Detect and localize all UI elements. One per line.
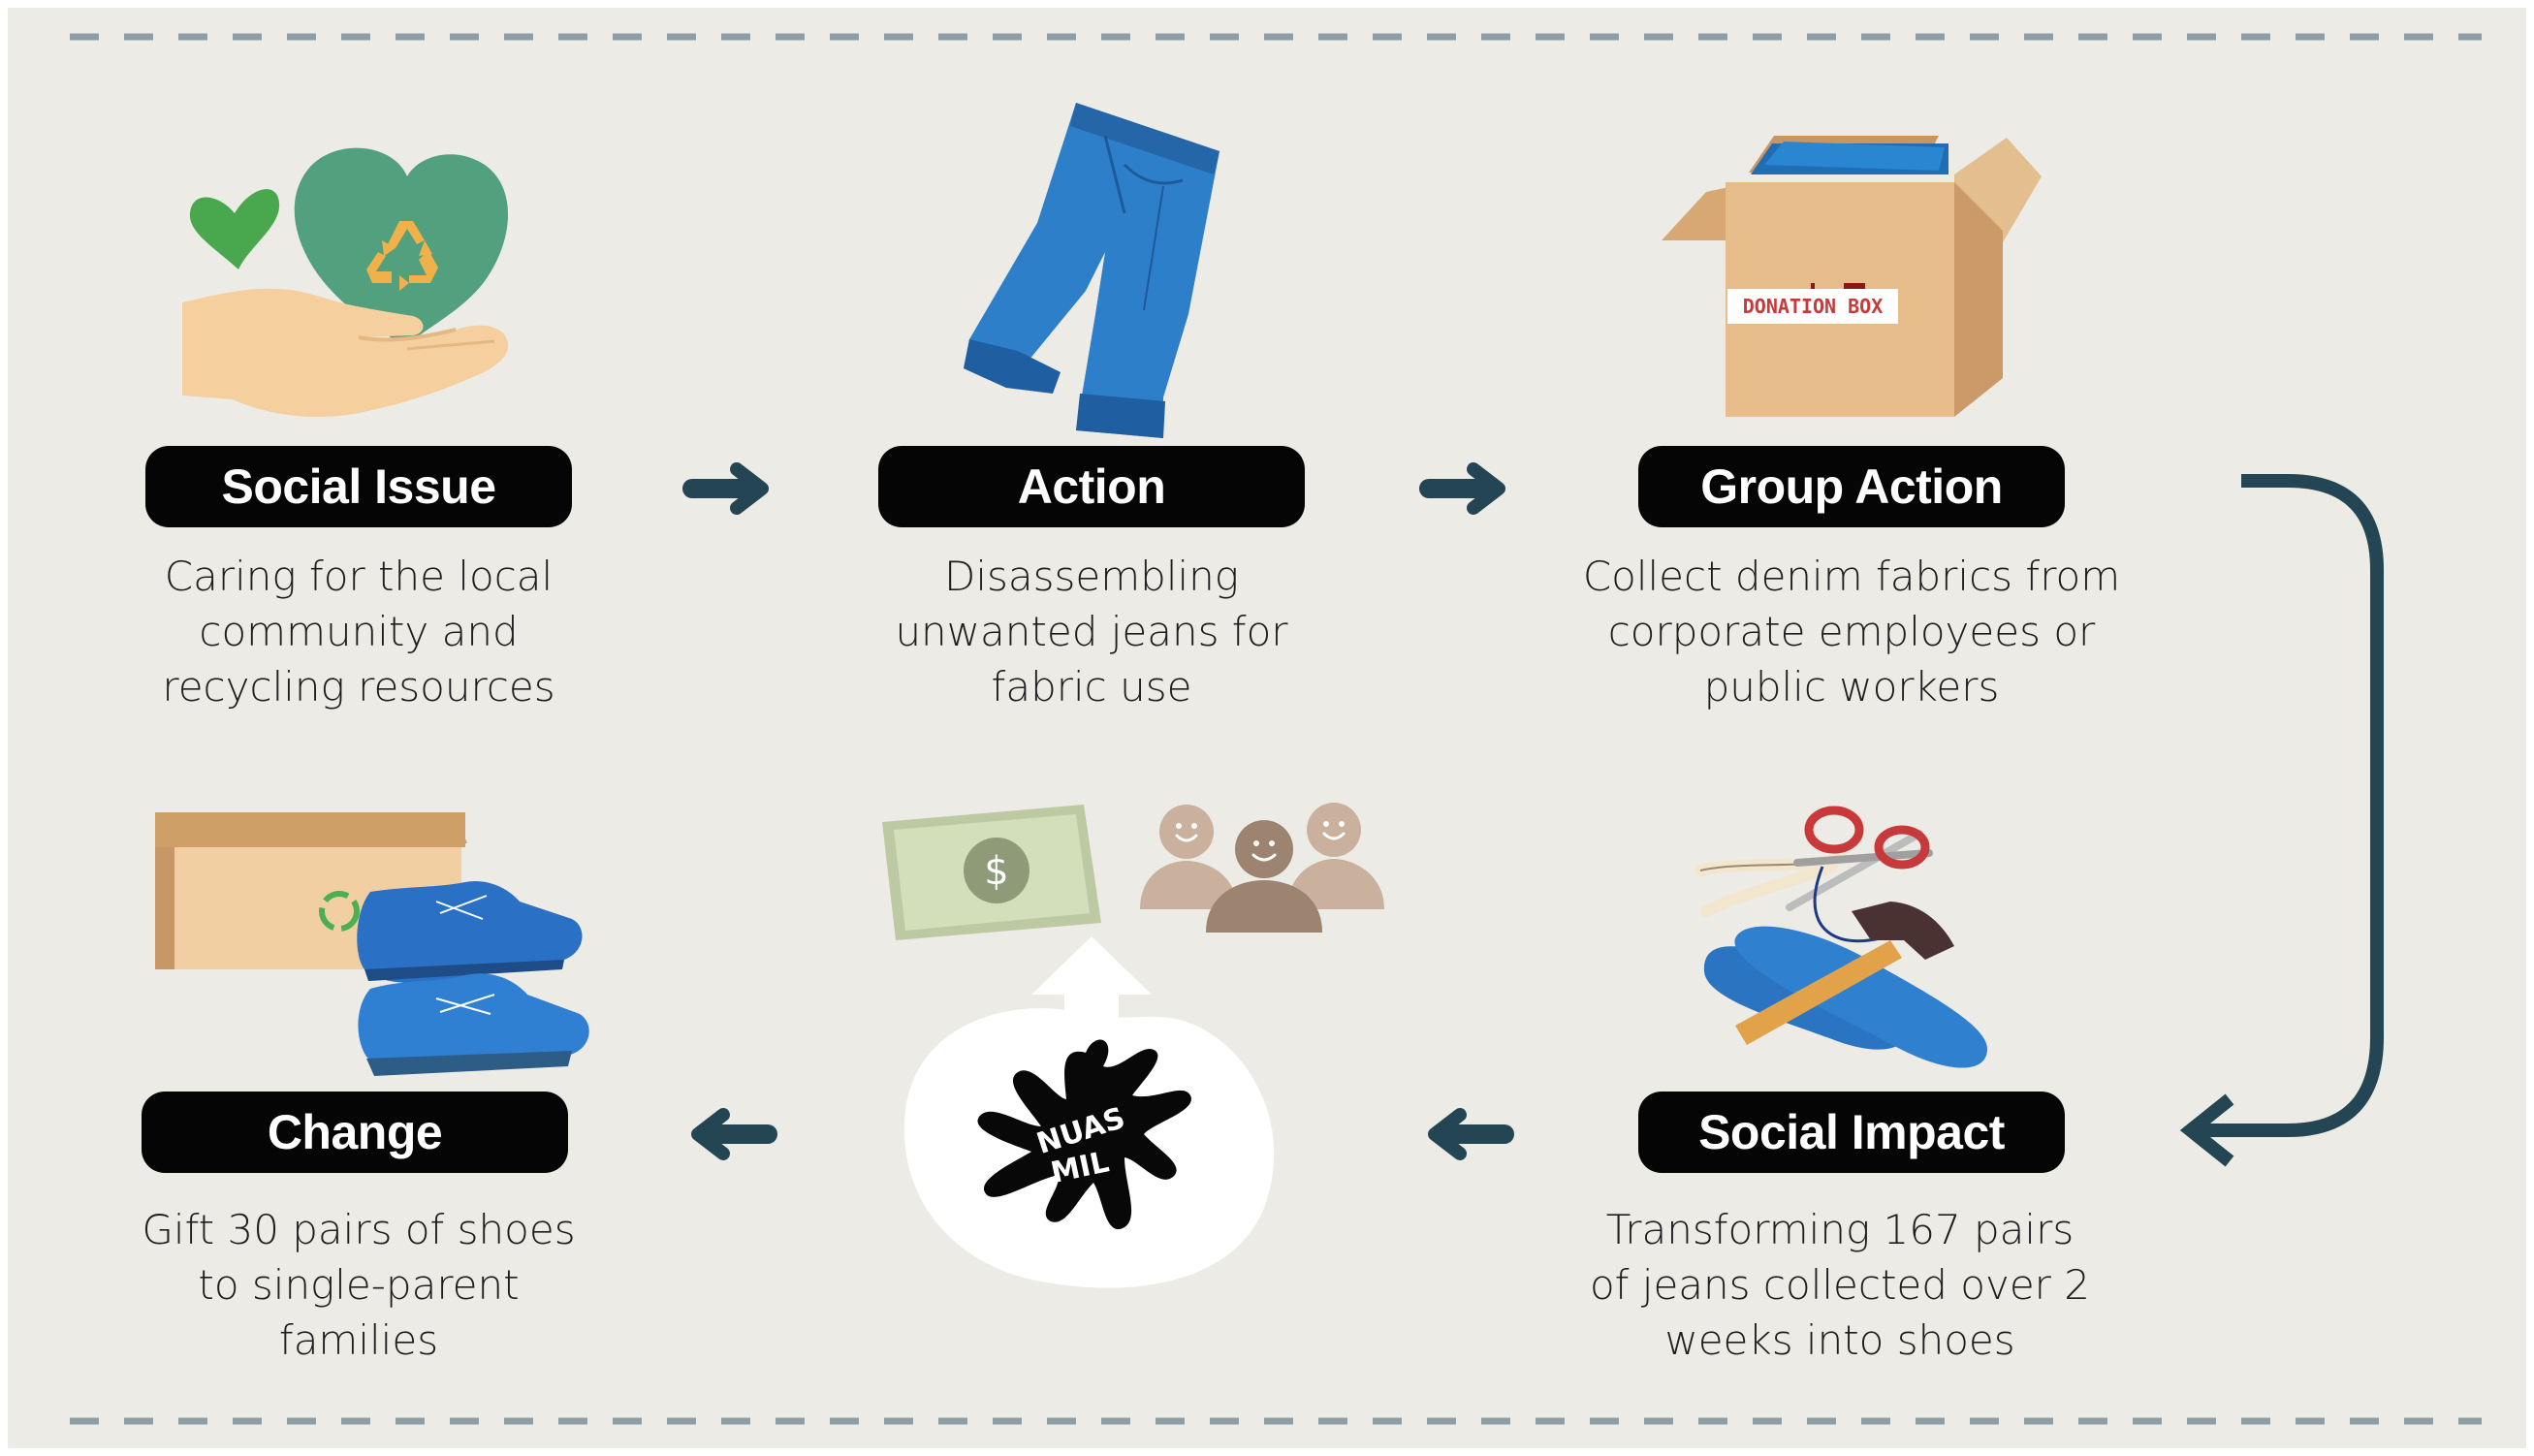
shoes-box-icon [155,812,589,1076]
connector-arrow-icon [2179,474,2384,1167]
hand-heart-recycle-icon [182,147,509,418]
label-group-action: Group Action [1638,446,2065,527]
description-change: Gift 30 pairs of shoes to single-parent … [142,1206,576,1364]
label-social-issue: Social Issue [145,446,572,527]
label-action: Action [878,446,1305,527]
description-action: Disassembling unwanted jeans for fabric … [895,553,1288,711]
arrow-right-icon-2 [1419,462,1505,515]
money-symbol: $ [984,849,1008,894]
description-social-impact: Transforming 167 pairs of jeans collecte… [1589,1206,2091,1364]
arrow-left-icon-2 [1428,1108,1514,1160]
jeans-icon [964,103,1219,438]
up-arrow-icon [1031,936,1152,1033]
donation-box-icon: DONATION BOX [1662,136,2042,417]
people-group-icon [1140,803,1384,933]
arrow-left-icon-1 [691,1108,777,1160]
description-social-issue: Caring for the local community and recyc… [162,553,555,711]
logo-splat-icon: NUAS MIL [903,936,1275,1288]
description-group-action: Collect denim fabrics from corporate emp… [1582,553,2121,711]
label-social-impact: Social Impact [1638,1092,2065,1173]
donation-box-label: DONATION BOX [1743,295,1884,318]
label-change: Change [142,1092,568,1173]
money-bill-icon: $ [882,805,1101,940]
arrow-right-icon-1 [682,462,769,515]
tools-insoles-icon [1695,806,1987,1068]
